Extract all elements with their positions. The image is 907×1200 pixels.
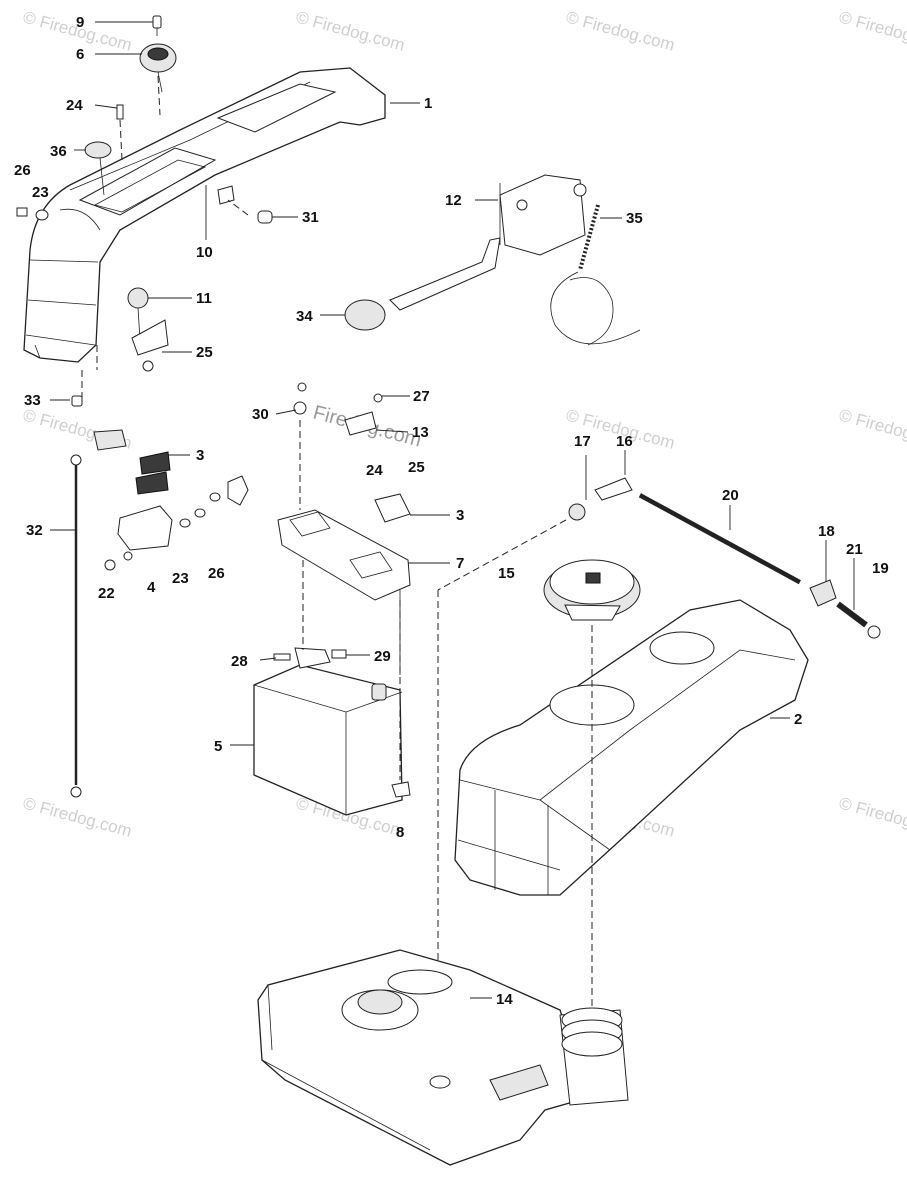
- fuel-tank-part: [257, 949, 629, 1166]
- callout-14: 14: [496, 991, 513, 1008]
- callout-24: 24: [66, 97, 83, 114]
- callout-28: 28: [231, 653, 248, 670]
- callout-25: 25: [196, 344, 213, 361]
- callout-34: 34: [296, 308, 313, 325]
- callout-10: 10: [196, 244, 213, 261]
- callout-24b: 24: [366, 462, 383, 479]
- callout-16: 16: [616, 433, 633, 450]
- throttle-knob-part: [127, 287, 149, 341]
- watermark: © Firedog.com: [294, 8, 407, 55]
- watermark: © Firedog.com: [837, 794, 907, 841]
- callout-36: 36: [50, 143, 67, 160]
- callout-19: 19: [872, 560, 889, 577]
- callout-labels: 9 6 24 1 36 26 23 10 31 12 35 11 34 25 3…: [14, 14, 889, 1008]
- callout-17: 17: [574, 433, 591, 450]
- spring-cable-part: [550, 204, 641, 346]
- callout-35: 35: [626, 210, 643, 227]
- callout-26b: 26: [208, 565, 225, 582]
- callout-31: 31: [302, 209, 319, 226]
- ground-cable-part: [70, 454, 82, 798]
- ignition-switch-part: [139, 43, 177, 93]
- callout-22: 22: [98, 585, 115, 602]
- callout-1: 1: [424, 95, 432, 112]
- callout-13: 13: [412, 424, 429, 441]
- watermark-layer: © Firedog.com © Firedog.com © Firedog.co…: [21, 8, 907, 841]
- callout-21: 21: [846, 541, 863, 558]
- callout-5: 5: [214, 738, 222, 755]
- bracket-part: [131, 319, 169, 372]
- screw-part: [71, 395, 83, 407]
- callout-3: 3: [196, 447, 204, 464]
- screw-part: [116, 104, 124, 120]
- assembly-lines: [81, 75, 593, 1010]
- fuel-cap-part: [543, 559, 641, 621]
- callout-18: 18: [818, 523, 835, 540]
- watermark: © Firedog.com: [564, 8, 677, 55]
- callout-20: 20: [722, 487, 739, 504]
- callout-6: 6: [76, 46, 84, 63]
- battery-hold-down-part: [277, 382, 411, 675]
- callout-27: 27: [413, 388, 430, 405]
- callout-23b: 23: [172, 570, 189, 587]
- callout-30: 30: [252, 406, 269, 423]
- choke-knob-part: [84, 141, 112, 196]
- callout-3b: 3: [456, 507, 464, 524]
- nut-washer-part: [16, 207, 49, 221]
- leader-lines: [50, 21, 855, 999]
- lever-assembly-part: [344, 174, 587, 331]
- callout-32: 32: [26, 522, 43, 539]
- callout-33: 33: [24, 392, 41, 409]
- callout-15: 15: [498, 565, 515, 582]
- fender-panel-part: [23, 67, 386, 363]
- callout-11: 11: [196, 290, 212, 307]
- callout-2: 2: [794, 711, 802, 728]
- callout-26: 26: [14, 162, 31, 179]
- callout-25b: 25: [408, 459, 425, 476]
- watermark: © Firedog.com: [837, 8, 907, 55]
- fuel-line-part: [568, 477, 881, 639]
- callout-4: 4: [147, 579, 156, 596]
- callout-12: 12: [445, 192, 462, 209]
- callout-9: 9: [76, 14, 84, 31]
- tank-cover-part: [454, 599, 809, 896]
- bolt-part: [257, 210, 273, 224]
- watermark: © Firedog.com: [21, 794, 134, 841]
- ignition-key-part: [152, 15, 162, 36]
- battery-part: [253, 560, 411, 816]
- callout-8: 8: [396, 824, 404, 841]
- solenoid-part: [104, 475, 249, 571]
- watermark: © Firedog.com: [837, 406, 907, 453]
- callout-23: 23: [32, 184, 49, 201]
- callout-29: 29: [374, 648, 391, 665]
- switch-part: [93, 429, 171, 495]
- callout-7: 7: [456, 555, 464, 572]
